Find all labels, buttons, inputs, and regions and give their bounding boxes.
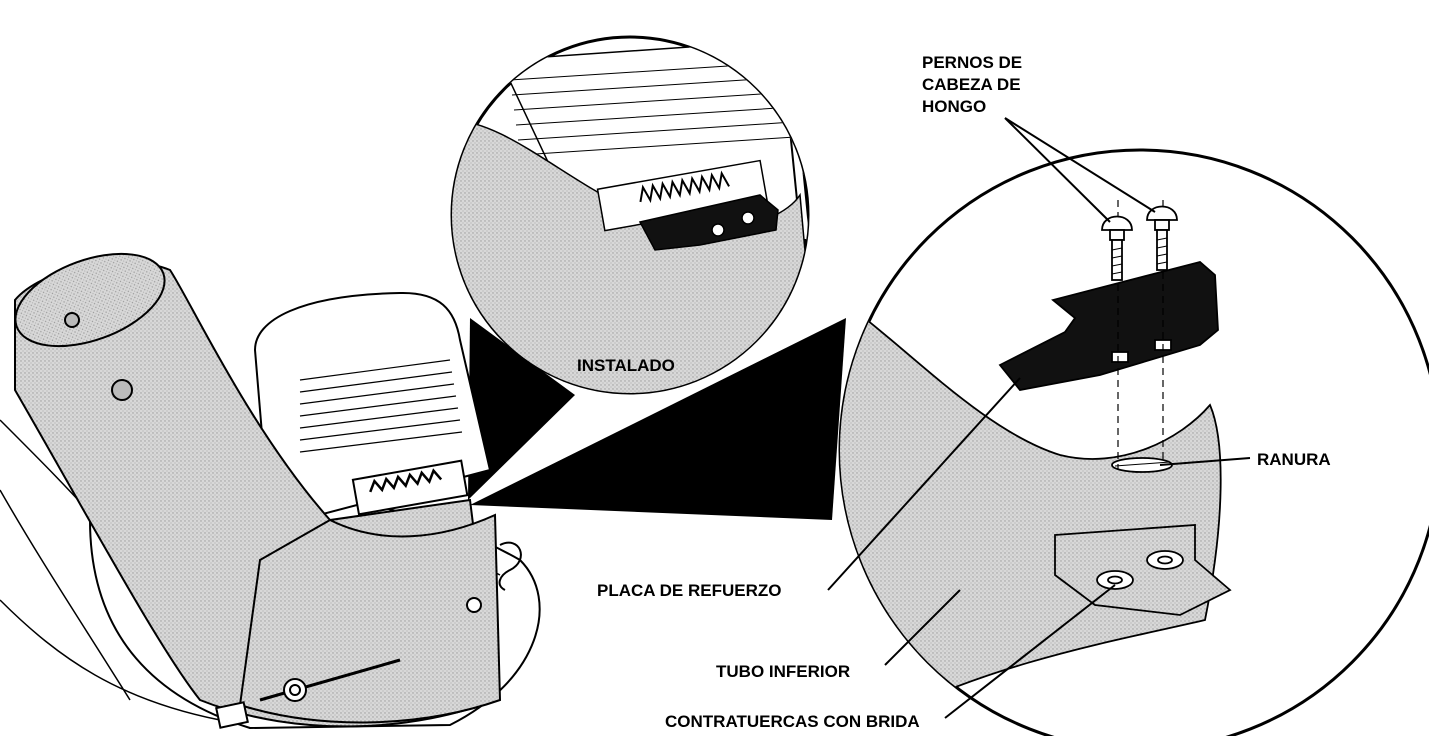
carriage-bolt-1 (1101, 215, 1133, 281)
installed-plate (638, 194, 779, 251)
spring-housing (351, 459, 469, 516)
leader-bolts-1 (1004, 117, 1111, 223)
linkage-pivot-inner (289, 684, 301, 696)
side-bolt (466, 597, 482, 613)
carriage-bolt-2 (1146, 205, 1178, 271)
nut-mount-plate (1054, 524, 1232, 616)
linkage-rod (259, 658, 401, 702)
connector-wedge-small (468, 318, 575, 500)
connector-wedge-large (470, 318, 846, 520)
leader-slot (1159, 457, 1251, 466)
mount-tab (215, 701, 249, 729)
label-lower-tube: TUBO INFERIOR (716, 662, 850, 681)
clip-hook (498, 541, 522, 591)
leader-locknuts (944, 584, 1116, 719)
lower-chute-tube (238, 513, 502, 724)
spring-coil (369, 468, 443, 493)
label-installed: INSTALADO (577, 356, 675, 375)
label-bolts-line3: HONGO (922, 97, 986, 116)
label-slot: RANURA (1257, 450, 1331, 469)
reinforcement-plate (998, 261, 1219, 391)
label-bolts-line2: CABEZA DE (922, 75, 1021, 94)
magnifier-connectors (468, 318, 846, 520)
label-flange-locknuts: CONTRATUERCAS CON BRIDA (665, 712, 920, 731)
leader-bolts-2 (1004, 117, 1156, 213)
installed-hood-ribs (509, 61, 796, 156)
installed-bolt-1 (711, 223, 725, 237)
deflector-ribs (299, 359, 463, 453)
installed-detail-view (450, 35, 810, 395)
callout-labels: PERNOS DE CABEZA DE HONGO INSTALADO RANU… (577, 53, 1331, 731)
chute-bolt-hole-side (111, 379, 133, 401)
leader-lines (827, 117, 1251, 719)
label-reinforcement-plate: PLACA DE REFUERZO (597, 581, 782, 600)
main-chute-assembly (0, 252, 541, 730)
chute-tube-opening (14, 252, 166, 348)
label-bolts-line1: PERNOS DE (922, 53, 1022, 72)
exploded-detail-view (838, 148, 1429, 736)
installed-bolt-2 (741, 211, 755, 225)
leader-lower-tube (884, 589, 961, 666)
leader-reinforcement (827, 377, 1021, 591)
installed-spring-coil (639, 170, 730, 204)
chute-bolt-hole-top (64, 312, 80, 328)
plate-hole-1 (1111, 351, 1129, 363)
